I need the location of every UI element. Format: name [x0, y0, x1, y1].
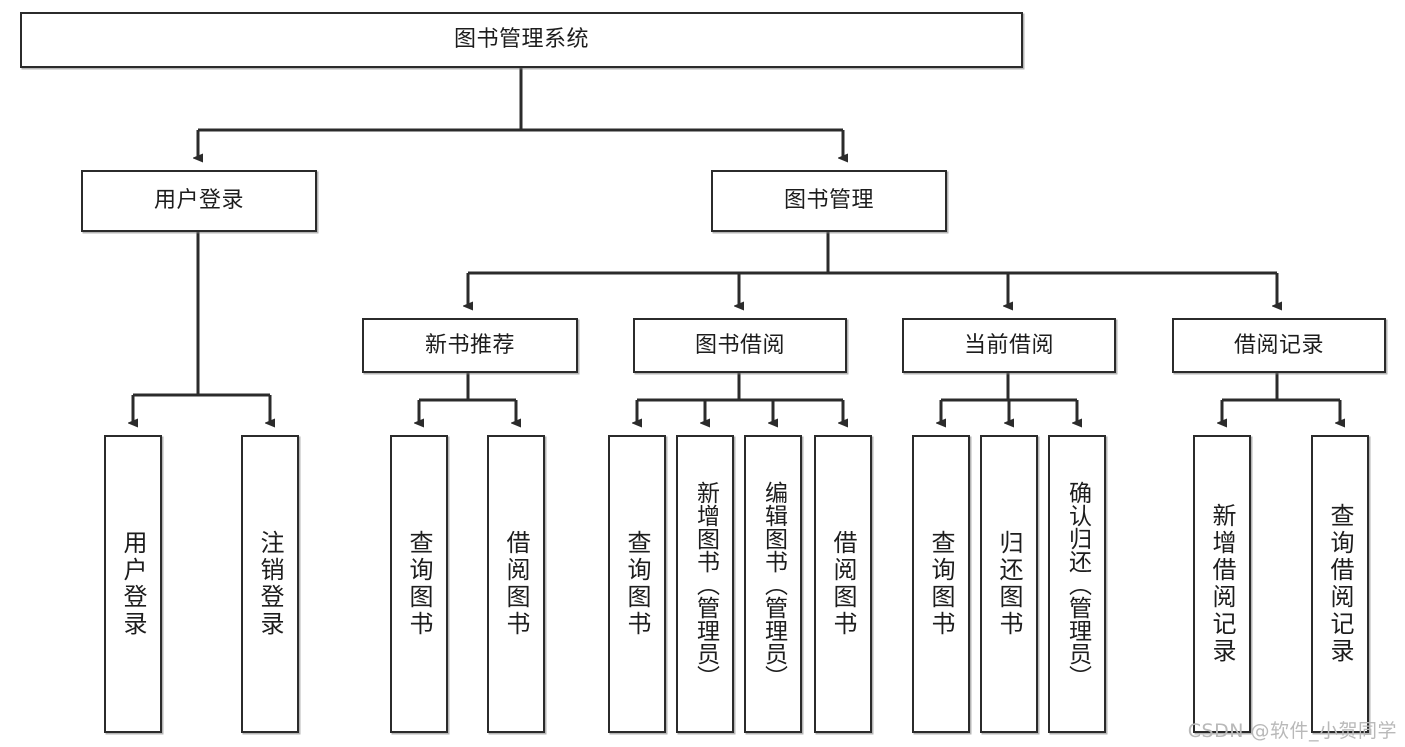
node-label: 用户登录 — [119, 530, 147, 638]
node-leaf-query-book-borrow[interactable]: 查询图书 — [608, 435, 666, 733]
node-book-borrow[interactable]: 图书借阅 — [633, 318, 847, 373]
node-label: 查询图书 — [405, 530, 433, 638]
watermark: CSDN @软件_小贺同学 — [1187, 720, 1397, 742]
node-root-book-management-system[interactable]: 图书管理系统 — [20, 12, 1023, 68]
node-leaf-query-book-recommend[interactable]: 查询图书 — [390, 435, 448, 733]
node-label: 新增图书（管理员） — [692, 480, 719, 688]
node-label: 图书借阅 — [694, 332, 785, 358]
node-label: 查询图书 — [623, 530, 651, 638]
node-leaf-borrow-book-recommend[interactable]: 借阅图书 — [487, 435, 545, 733]
node-label: 当前借阅 — [963, 332, 1054, 358]
node-leaf-borrow-book[interactable]: 借阅图书 — [814, 435, 872, 733]
node-label: 借阅记录 — [1233, 332, 1324, 358]
node-label: 借阅图书 — [502, 530, 530, 638]
node-current-borrow[interactable]: 当前借阅 — [902, 318, 1116, 373]
node-label: 查询借阅记录 — [1326, 503, 1354, 665]
node-label: 编辑图书（管理员） — [760, 480, 787, 688]
node-label: 图书管理系统 — [453, 27, 589, 53]
node-leaf-confirm-return-admin[interactable]: 确认归还（管理员） — [1048, 435, 1106, 733]
node-label: 确认归还（管理员） — [1064, 480, 1091, 688]
node-new-book-recommend[interactable]: 新书推荐 — [362, 318, 578, 373]
node-leaf-query-borrow-record[interactable]: 查询借阅记录 — [1311, 435, 1369, 733]
node-label: 新增借阅记录 — [1208, 503, 1236, 665]
node-book-management[interactable]: 图书管理 — [711, 170, 947, 232]
node-label: 用户登录 — [153, 188, 244, 214]
node-leaf-user-login[interactable]: 用户登录 — [104, 435, 162, 733]
node-label: 新书推荐 — [424, 332, 515, 358]
node-leaf-edit-book-admin[interactable]: 编辑图书（管理员） — [744, 435, 802, 733]
node-leaf-logout[interactable]: 注销登录 — [241, 435, 299, 733]
node-leaf-add-borrow-record[interactable]: 新增借阅记录 — [1193, 435, 1251, 733]
node-leaf-query-book-current[interactable]: 查询图书 — [912, 435, 970, 733]
node-leaf-add-book-admin[interactable]: 新增图书（管理员） — [676, 435, 734, 733]
node-borrow-record[interactable]: 借阅记录 — [1172, 318, 1386, 373]
node-label: 借阅图书 — [829, 530, 857, 638]
node-user-login[interactable]: 用户登录 — [81, 170, 317, 232]
node-leaf-return-book[interactable]: 归还图书 — [980, 435, 1038, 733]
node-label: 图书管理 — [783, 188, 874, 214]
node-label: 注销登录 — [256, 530, 284, 638]
node-label: 查询图书 — [927, 530, 955, 638]
node-label: 归还图书 — [995, 530, 1023, 638]
